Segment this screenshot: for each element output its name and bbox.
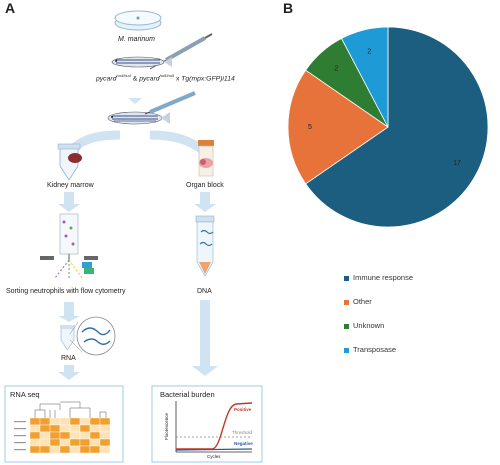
heatmap-cell: [79, 438, 91, 447]
pie-data-label: 2: [334, 66, 338, 73]
ylabel: Fluorescence: [164, 412, 169, 440]
legend-label: Other: [353, 297, 372, 306]
heatmap-cell: [69, 424, 81, 433]
heatmap-cell: [39, 424, 51, 433]
heatmap-cell: [29, 438, 41, 447]
heatmap-cell: [79, 445, 91, 454]
legend-label: Unknown: [353, 321, 385, 330]
heatmap-cell: [59, 431, 71, 440]
positive-label: Positive: [234, 407, 252, 412]
heatmap-cell: [59, 438, 71, 447]
flow-cytometer-icon: [40, 213, 98, 280]
heatmap-cell: [59, 445, 71, 454]
heatmap-cell: [29, 424, 41, 433]
heatmap-cell: [89, 424, 101, 433]
organism-label: M. marinum: [118, 36, 155, 43]
pie-data-label: 5: [308, 124, 312, 131]
arrow-right-branch: [149, 130, 208, 156]
rna-label: RNA: [61, 355, 76, 362]
legend-item: Transposase: [344, 345, 396, 354]
heatmap-cell: [29, 417, 41, 426]
xlabel: Cycles: [207, 454, 221, 459]
pie-slice-transposase: [340, 26, 389, 128]
heatmap-cell: [79, 431, 91, 440]
legend-item: Other: [344, 297, 372, 306]
threshold-label: Threshold: [232, 430, 253, 435]
rna-zoom-icon: [69, 316, 116, 356]
sorting-label: Sorting neutrophils with flow cytometry: [6, 288, 126, 295]
rna-seq-heatmap: [14, 401, 111, 454]
cross-label: pycardhu4/hu4 & pycardhu5/hu5 x Tg(mpx:G…: [96, 73, 235, 83]
heatmap-cell: [99, 445, 111, 454]
heatmap-cell: [49, 417, 61, 426]
tube-kidney-icon: [57, 143, 82, 181]
tube-rna-icon: [60, 325, 75, 351]
legend-label: Transposase: [353, 345, 397, 354]
legend-item: Immune response: [344, 273, 413, 282]
zebrafish-icon: [107, 111, 170, 125]
heatmap-cell: [99, 424, 111, 433]
panel-a-label: A: [5, 0, 16, 16]
heatmap-cell: [89, 445, 101, 454]
tube-organ-block-icon: [198, 140, 214, 177]
legend-label: Immune response: [353, 273, 414, 282]
legend-swatch: [344, 275, 349, 281]
zebrafish-icon: [111, 56, 172, 68]
qpcr-plot: [175, 401, 253, 453]
heatmap-cell: [59, 417, 71, 426]
dna-label: DNA: [197, 288, 212, 295]
heatmap-cell: [49, 431, 61, 440]
dissection-tool-icon: [144, 91, 196, 115]
petri-dish-icon: [114, 10, 162, 31]
pie-slice-other: [287, 69, 389, 185]
panel-b-label: B: [283, 0, 294, 16]
heatmap-cell: [69, 438, 81, 447]
pie-slice-immune-response: [305, 26, 489, 228]
pie-chart: 17 5 2 2: [287, 26, 489, 228]
pie-data-label: 17: [453, 160, 461, 167]
legend-swatch: [344, 299, 349, 305]
legend-item: Unknown: [344, 321, 384, 330]
legend-swatch: [344, 323, 349, 329]
heatmap-cell: [99, 417, 111, 426]
heatmap-cell: [39, 431, 51, 440]
heatmap-cell: [89, 431, 101, 440]
organ-block-label: Organ block: [186, 182, 224, 189]
heatmap-cell: [49, 445, 61, 454]
heatmap-cell: [79, 424, 91, 433]
heatmap-cell: [99, 438, 111, 447]
legend-swatch: [344, 347, 349, 353]
heatmap-cell: [59, 424, 71, 433]
heatmap-cell: [49, 424, 61, 433]
heatmap-cell: [39, 438, 51, 447]
heatmap-cell: [69, 445, 81, 454]
heatmap-cell: [89, 417, 101, 426]
negative-curve: [175, 448, 253, 451]
heatmap-cell: [29, 431, 41, 440]
heatmap-cell: [79, 417, 91, 426]
heatmap-cell: [99, 431, 111, 440]
negative-label: Negative: [234, 441, 253, 446]
heatmap-cell: [69, 417, 81, 426]
rna-seq-title: RNA seq: [10, 390, 40, 399]
heatmap-cell: [39, 417, 51, 426]
heatmap-cell: [89, 438, 101, 447]
positive-curve: [176, 402, 253, 450]
kidney-marrow-label: Kidney marrow: [47, 182, 94, 189]
heatmap-cell: [49, 438, 61, 447]
heatmap-cell: [29, 445, 41, 454]
bacterial-burden-title: Bacterial burden: [160, 390, 215, 399]
pie-data-label: 2: [367, 48, 371, 55]
heatmap-cell: [69, 431, 81, 440]
heatmap-cell: [39, 445, 51, 454]
tube-dna-icon: [195, 215, 215, 277]
